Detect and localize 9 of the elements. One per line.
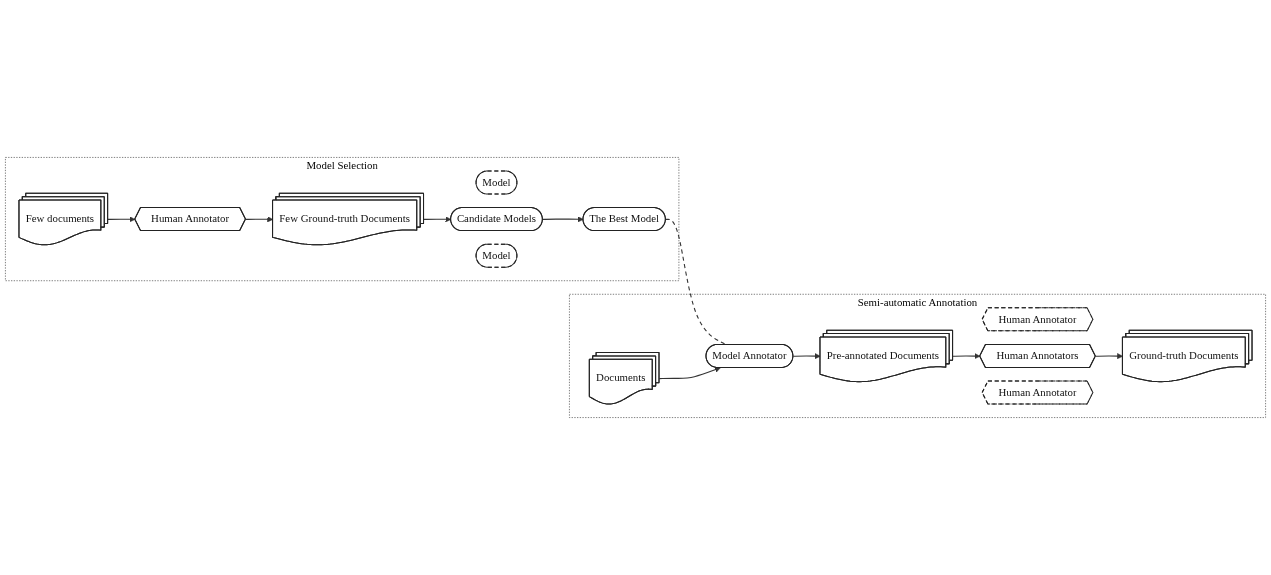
arrow — [792, 353, 821, 360]
arrow — [245, 216, 274, 223]
arrow — [1095, 353, 1124, 360]
arrow — [952, 353, 981, 360]
connector — [665, 218, 727, 346]
arrow — [542, 216, 584, 223]
arrow — [423, 216, 452, 223]
arrow — [658, 366, 721, 380]
arrow — [107, 216, 136, 223]
